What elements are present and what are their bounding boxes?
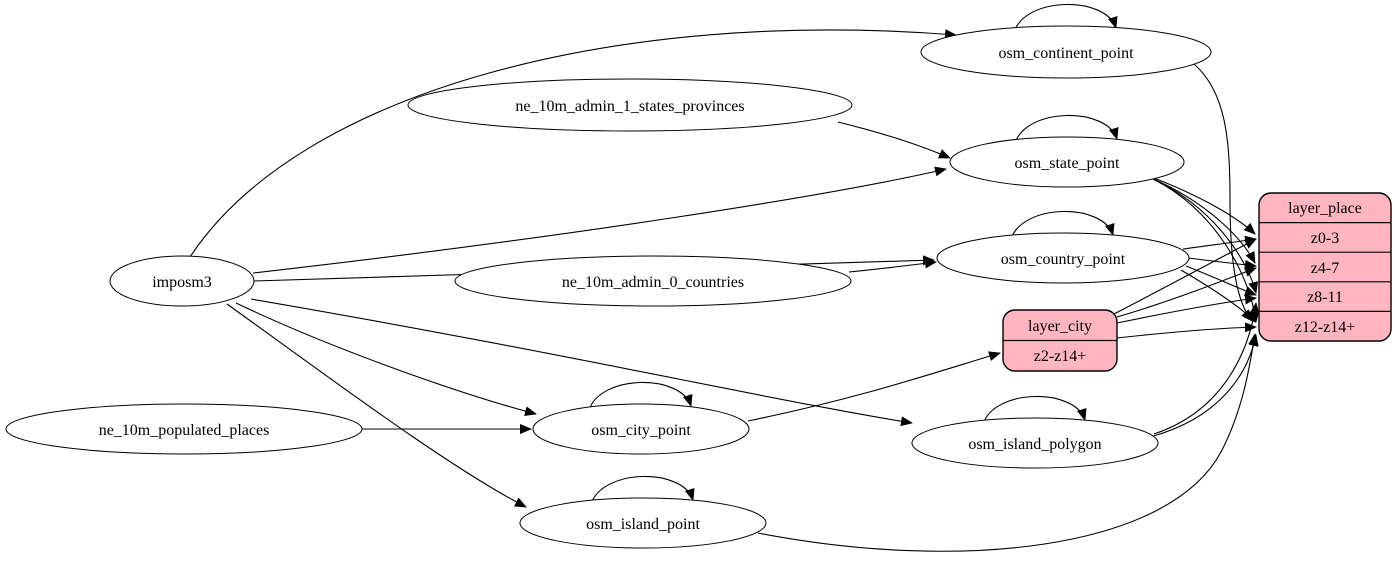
node-osm-country-point: osm_country_point: [936, 232, 1190, 284]
osm-continent-point-label: osm_continent_point: [998, 45, 1134, 62]
edge-layer: [189, 3, 1260, 552]
layer-city-row-z2-z14: z2-z14+: [1034, 348, 1087, 365]
layer-place-row-z0-3: z0-3: [1311, 230, 1339, 247]
edge-imposm3-osm_island_polygon: [250, 298, 913, 427]
layer-place-row-z8-11: z8-11: [1307, 289, 1343, 306]
edge-ne_10m_admin_1_states_provinces-osm_state_point: [837, 121, 951, 159]
edge-osm_country_point-layer_place-z8-11: [1185, 265, 1257, 296]
osm-state-point-shape: [949, 136, 1185, 188]
edge-osm_island_polygon-layer_place-z8-11: [1153, 302, 1260, 435]
osm-island-polygon-label: osm_island_polygon: [968, 436, 1101, 453]
edge-imposm3-osm_state_point: [252, 166, 947, 274]
node-osm-island-point: osm_island_point: [519, 497, 767, 549]
edge-layer_city-layer_place-z4-7: [1116, 267, 1257, 318]
osm-state-point-label: osm_state_point: [1015, 155, 1120, 172]
edge-imposm3-osm_island_point: [226, 303, 527, 508]
node-osm-island-polygon: osm_island_polygon: [911, 417, 1159, 469]
ne-10m-admin-1-shape: [407, 78, 853, 132]
edge-osm_country_point-layer_place-z4-7: [1187, 257, 1257, 270]
self-loop-osm_city_point: [588, 381, 693, 411]
node-ne-10m-admin-0-countries: ne_10m_admin_0_countries: [454, 255, 852, 307]
node-osm-state-point: osm_state_point: [949, 136, 1185, 188]
node-ne-10m-populated-places: ne_10m_populated_places: [5, 403, 363, 455]
ne-10m-admin-0-shape: [454, 255, 852, 307]
edge-osm_island_polygon-layer_place-z12-z14: [1149, 334, 1259, 438]
edge-osm_continent_point-layer_place-z12-z14: [1193, 63, 1253, 322]
imposm3-shape: [109, 255, 255, 307]
ne-10m-populated-places-shape: [5, 403, 363, 455]
node-ne-10m-admin-1-states-provinces: ne_10m_admin_1_states_provinces: [407, 78, 853, 132]
node-layer-city: layer_city z2-z14+: [1002, 309, 1118, 372]
ne-10m-populated-places-label: ne_10m_populated_places: [99, 422, 270, 439]
layer-place-title: layer_place: [1288, 200, 1362, 217]
edge-osm_island_point-layer_place-z12-z14: [757, 333, 1259, 552]
edge-imposm3-osm_continent_point: [189, 29, 957, 258]
edge-layer_city-layer_place-z12-z14: [1116, 322, 1257, 339]
imposm3-label: imposm3: [152, 274, 212, 291]
node-osm-continent-point: osm_continent_point: [920, 25, 1212, 79]
layer-place-row-z4-7: z4-7: [1311, 260, 1339, 277]
self-loop-osm_country_point: [1010, 210, 1115, 240]
edge-osm_state_point-layer_place-z0-3: [1145, 174, 1256, 235]
edge-osm_state_point-layer_place-z4-7: [1148, 176, 1256, 264]
node-imposm3: imposm3: [109, 255, 255, 307]
edge-osm_city_point-layer_city: [747, 351, 1001, 422]
edge-ne_10m_admin_0_countries-osm_country_point: [848, 258, 937, 273]
edge-osm_state_point-layer_place-z8-11: [1150, 177, 1259, 294]
self-loop-osm_island_polygon: [982, 395, 1087, 425]
osm-country-point-label: osm_country_point: [1001, 251, 1126, 268]
ne-10m-admin-1-label: ne_10m_admin_1_states_provinces: [515, 98, 744, 115]
osm-city-point-shape: [532, 403, 750, 455]
osm-country-point-shape: [936, 232, 1190, 284]
osm-island-point-label: osm_island_point: [586, 516, 700, 533]
layer-place-row-z12-z14: z12-z14+: [1295, 319, 1356, 336]
edge-osm_country_point-layer_place-z0-3: [1182, 235, 1257, 250]
layer-city-title: layer_city: [1028, 318, 1092, 335]
node-layer-place: layer_place z0-3 z4-7 z8-11 z12-z14+: [1258, 192, 1392, 342]
osm-island-point-shape: [519, 497, 767, 549]
ne-10m-admin-0-label: ne_10m_admin_0_countries: [562, 274, 744, 291]
self-loop-osm_state_point: [1014, 114, 1119, 144]
osm-city-point-label: osm_city_point: [591, 422, 691, 439]
layer-place-shape: [1258, 192, 1392, 342]
osm-island-polygon-shape: [911, 417, 1159, 469]
edge-layer_city-layer_place-z8-11: [1116, 294, 1257, 324]
self-loop-osm_island_point: [590, 475, 695, 505]
self-loop-osm_continent_point: [1013, 3, 1118, 33]
osm-continent-point-shape: [920, 25, 1212, 79]
node-osm-city-point: osm_city_point: [532, 403, 750, 455]
edge-imposm3-osm_city_point: [235, 302, 537, 417]
